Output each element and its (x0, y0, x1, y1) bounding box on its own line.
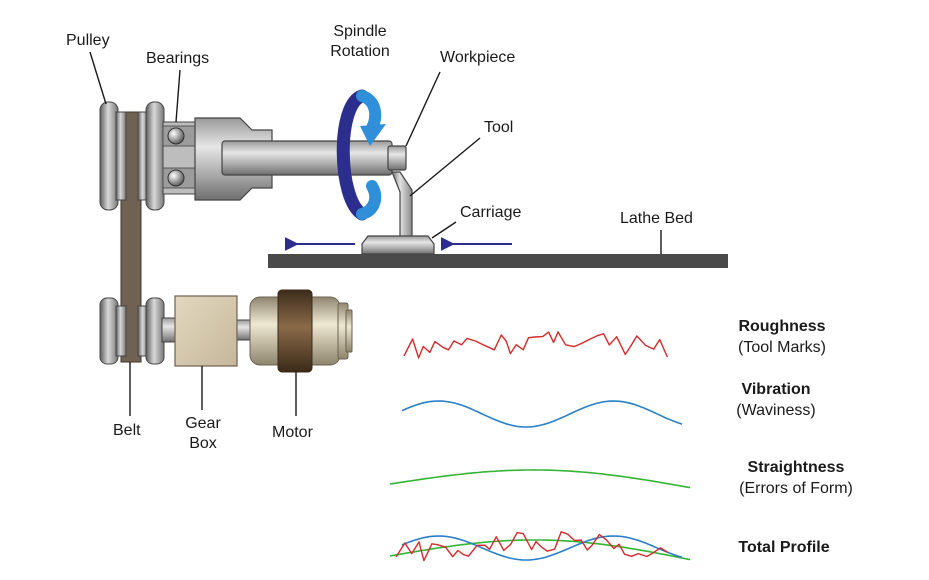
profile-title-vibration: Vibration (741, 381, 810, 398)
profile-title-straightness: Straightness (748, 459, 845, 476)
label-pulley: Pulley (66, 32, 110, 49)
label-carriage: Carriage (460, 204, 521, 221)
label-motor: Motor (272, 424, 314, 441)
profile-subtitle-vibration: (Waviness) (736, 402, 815, 419)
cutting-tool (391, 171, 413, 241)
workpiece (387, 145, 407, 171)
label-belt: Belt (113, 422, 141, 439)
top-pulley (99, 101, 165, 211)
label-lathe-bed: Lathe Bed (620, 210, 693, 227)
label-gear-box-line1: Gear (185, 415, 221, 432)
label-spindle-rotation-line1: Spindle (333, 23, 386, 40)
bottom-pulley (99, 297, 165, 365)
bearing-ball-icon (167, 169, 185, 187)
total-vibration-trace (401, 535, 683, 561)
profile-traces (389, 331, 691, 562)
label-workpiece: Workpiece (440, 49, 515, 66)
bearing-ball-icon (167, 127, 185, 145)
spindle-shaft (221, 140, 393, 176)
profile-subtitle-roughness: (Tool Marks) (738, 339, 826, 356)
label-bearings: Bearings (146, 50, 209, 67)
motor (249, 289, 353, 373)
label-gear-box-line2: Box (189, 435, 217, 452)
profile-title-roughness: Roughness (738, 318, 825, 335)
label-spindle-rotation-line2: Rotation (330, 43, 390, 60)
carriage (361, 235, 435, 255)
total-straightness-trace (389, 539, 691, 561)
spindle-rotation-arrow-icon (336, 89, 386, 221)
straightness-trace (389, 469, 691, 489)
vibration-trace (401, 400, 683, 428)
drive-shaft (161, 317, 177, 343)
bearings (162, 121, 198, 195)
lathe-bed (268, 254, 728, 268)
profile-subtitle-straightness: (Errors of Form) (739, 480, 853, 497)
profile-title-total: Total Profile (738, 539, 829, 556)
gear-box (174, 295, 238, 367)
label-tool: Tool (484, 119, 513, 136)
total-roughness-trace (395, 531, 669, 562)
roughness-trace (403, 331, 669, 359)
